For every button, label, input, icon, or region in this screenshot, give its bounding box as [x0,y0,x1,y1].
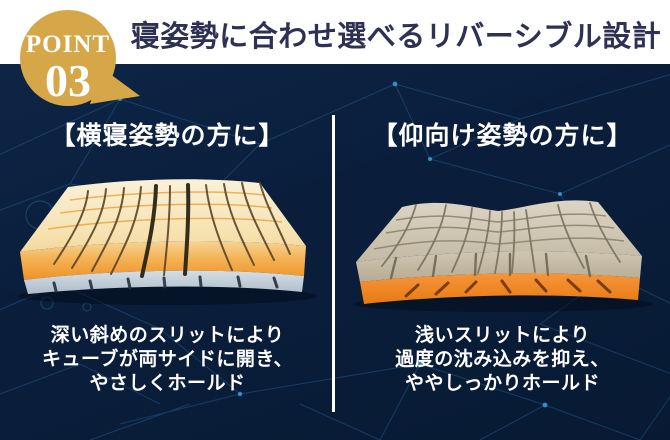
left-column-heading: 【横寝姿勢の方に】 [50,122,285,150]
left-desc-line-2: キューブが両サイドに開き、 [41,349,294,371]
badge-label: POINT [26,31,110,58]
right-column-heading: 【仰向け姿勢の方に】 [372,122,633,150]
right-desc-line-1: 浅いスリットにより [414,325,591,346]
back-sleep-pillow-image [353,200,653,312]
page-title: 寝姿勢に合わせ選べるリバーシブル設計 [130,21,662,53]
side-sleep-pillow-image [17,179,317,305]
right-desc-line-3: ややしっかりホールド [404,373,600,395]
point-badge: POINT 03 [20,10,140,106]
right-column-description: 浅いスリットにより 過度の沈み込みを抑え、 ややしっかりホールド [335,324,670,396]
left-desc-line-1: 深い斜めのスリットにより [50,325,285,346]
left-desc-line-3: やさしくホールド [89,373,246,395]
content-area: 【横寝姿勢の方に】 【仰向け姿勢の方に】 [0,64,670,440]
badge-number: 03 [45,55,91,106]
column-divider [332,115,335,412]
left-column-description: 深い斜めのスリットにより キューブが両サイドに開き、 やさしくホールド [0,324,335,396]
badge-circle [20,10,116,106]
right-desc-line-2: 過度の沈み込みを抑え、 [395,349,610,371]
